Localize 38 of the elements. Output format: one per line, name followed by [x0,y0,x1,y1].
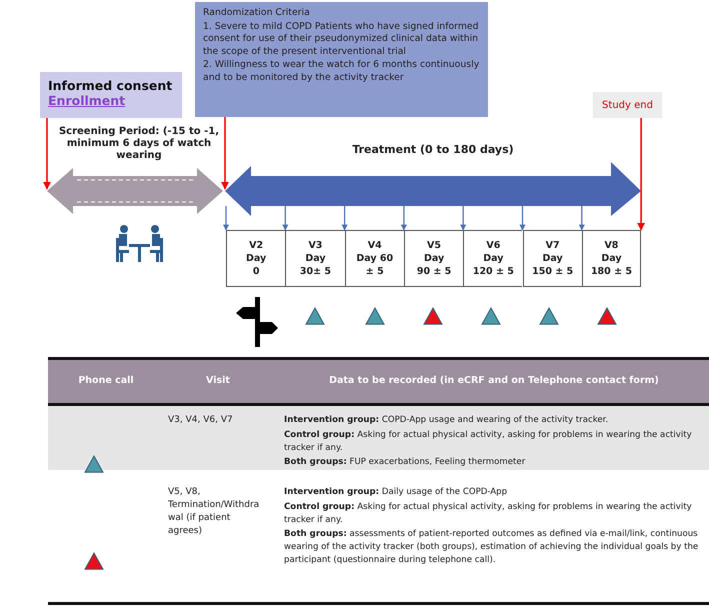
data-description: Both groups: FUP exacerbations, Feeling thermometer [284,456,526,469]
visit-list: V5, V8, Termination/Withdrawal (if patient agrees) [168,486,260,538]
visit-cell: V8 Day 180 ± 5 [582,230,642,287]
data-description: Both groups: assessments of patient-reported outcomes as defined via e-mail/link, continuous wearing of the activity tracker (both groups), estimation of achieving the individual goals by the participant (questionnaire during telephone call). [284,528,700,567]
criteria-text: 2. Willingness to wear the watch for 6 months continuously and to be monitored by the activity tracker [203,59,480,84]
arrow [578,206,585,231]
box-title: Informed consent [48,78,172,93]
label-box [40,72,182,118]
arrow [342,206,348,231]
visit-cell: V7 Day 150 ± 5 [522,230,582,287]
arrow [637,118,646,231]
visit-cell: V5 Day 90 ± 5 [404,230,464,287]
arrow [43,118,51,190]
data-description: Control group: Asking for actual physical activity, asking for problems in wearing the activity tracker if any. [284,501,693,527]
period-label: Screening Period: (-15 to -1, minimum 6 days of watch wearing [58,126,220,162]
period-label: Treatment (0 to 180 days) [351,143,515,156]
data-description: Intervention group: COPD-App usage and wearing of the activity tracker. [284,414,610,427]
arrow [520,206,526,231]
visit-cell: V2 Day 0 [226,230,286,287]
visit-cell: V6 Day 120 ± 5 [463,230,522,287]
enrollment-link: Enrollment [48,93,126,108]
column-header: Data to be recorded (in eCRF and on Telephone contact form) [328,375,660,386]
column-header: Phone call [77,375,135,386]
data-description: Intervention group: Daily usage of the COPD-App [284,486,508,499]
arrow [460,206,466,231]
criteria-box [195,2,488,117]
visit-cell: V3 Day 30± 5 [285,230,345,287]
criteria-text: 1. Severe to mild COPD Patients who have signed informed consent for use of their pseudonymized clinical data within the scope of the present interventional trial [203,20,480,58]
column-header: Visit [205,375,231,386]
visit-list: V3, V4, V6, V7 [168,414,268,427]
arrow [400,206,407,231]
box-title: Randomization Criteria [203,7,311,20]
arrow [221,117,229,190]
arrow [282,206,288,231]
label-box: Study end [593,92,662,118]
visit-cell: V4 Day 60 ± 5 [344,230,404,287]
arrow [223,206,229,231]
data-description: Control group: Asking for actual physical activity, asking for problems in wearing the activity tracker if any. [284,429,693,455]
